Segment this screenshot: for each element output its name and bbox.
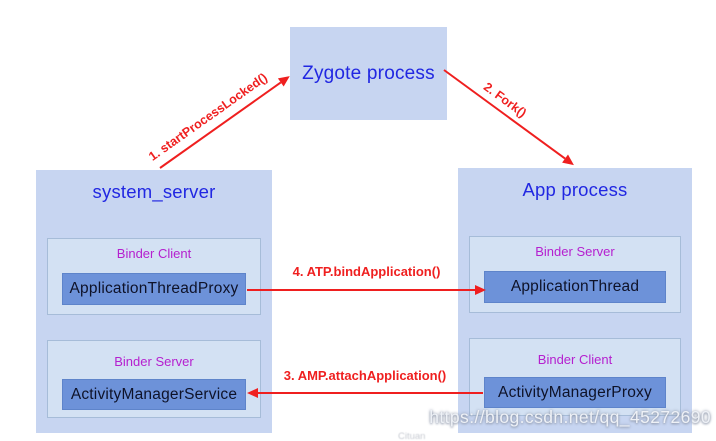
binder-client-label: Binder Client xyxy=(116,246,192,261)
arrow-fork xyxy=(441,66,577,170)
arrow-shaft xyxy=(159,81,282,170)
arrowhead-icon xyxy=(247,388,258,398)
system-server-title: system_server xyxy=(92,181,216,202)
activity-manager-service-box: ActivityManagerService xyxy=(61,379,247,410)
application-thread-box: ApplicationThread xyxy=(483,271,667,303)
binder-client-section-right: Binder Client ActivityManagerProxy xyxy=(469,338,681,416)
app-process-box: App process Binder Server ApplicationThr… xyxy=(458,168,692,433)
zygote-process-box: Zygote process xyxy=(290,27,447,120)
arrow-label-step4: 4. ATP.bindApplication() xyxy=(292,264,441,279)
arrow-start-process-locked xyxy=(157,72,293,172)
binder-server-section-left: Binder Server ActivityManagerService xyxy=(47,340,261,418)
app-process-title: App process xyxy=(522,179,628,200)
application-thread-proxy-box: ApplicationThreadProxy xyxy=(61,273,247,305)
arrow-shaft xyxy=(258,391,483,395)
binder-client-label: Binder Client xyxy=(537,352,613,367)
arrow-shaft xyxy=(443,68,566,160)
arrow-label-step1: 1. startProcessLocked() xyxy=(146,70,270,164)
arrow-attach-application xyxy=(247,388,483,398)
arrow-label-step2: 2. Fork() xyxy=(480,79,530,121)
arrow-bind-application xyxy=(247,285,486,295)
arrowhead-icon xyxy=(475,285,486,295)
binder-server-section-right: Binder Server ApplicationThread xyxy=(469,236,681,313)
zygote-process-title: Zygote process xyxy=(302,62,435,84)
binder-client-section-left: Binder Client ApplicationThreadProxy xyxy=(47,238,261,315)
faint-footer-artifact: Cituan xyxy=(398,431,426,441)
system-server-box: system_server Binder Client ApplicationT… xyxy=(36,170,272,433)
binder-server-label: Binder Server xyxy=(535,244,615,259)
arrow-label-step3: 3. AMP.attachApplication() xyxy=(283,368,447,383)
binder-server-label: Binder Server xyxy=(114,354,194,369)
arrow-shaft xyxy=(247,288,475,292)
csdn-watermark: https://blog.csdn.net/qq_45272690 xyxy=(429,407,711,427)
activity-manager-proxy-box: ActivityManagerProxy xyxy=(483,377,667,408)
